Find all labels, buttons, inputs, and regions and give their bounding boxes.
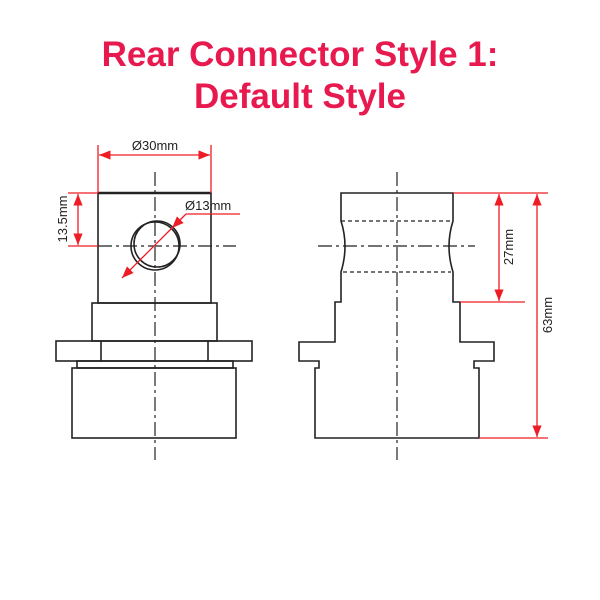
dimension-27: 27mm <box>453 192 548 303</box>
label-27: 27mm <box>501 229 516 265</box>
title-line-2: Default Style <box>194 77 406 116</box>
dimension-diameter-30: Ø30mm <box>97 138 212 193</box>
dimension-13-5: 13.5mm <box>55 192 98 247</box>
label-diameter-30: Ø30mm <box>132 138 178 153</box>
dimension-63: 63mm <box>479 194 555 439</box>
label-63: 63mm <box>540 297 555 333</box>
front-nut <box>55 340 253 362</box>
title-line-1: Rear Connector Style 1: <box>101 35 499 74</box>
dimension-diameter-13: Ø13mm <box>121 198 240 279</box>
label-13-5: 13.5mm <box>55 196 70 243</box>
side-view <box>298 172 495 460</box>
front-view <box>55 172 253 460</box>
front-base <box>71 367 237 439</box>
label-diameter-13: Ø13mm <box>185 198 231 213</box>
